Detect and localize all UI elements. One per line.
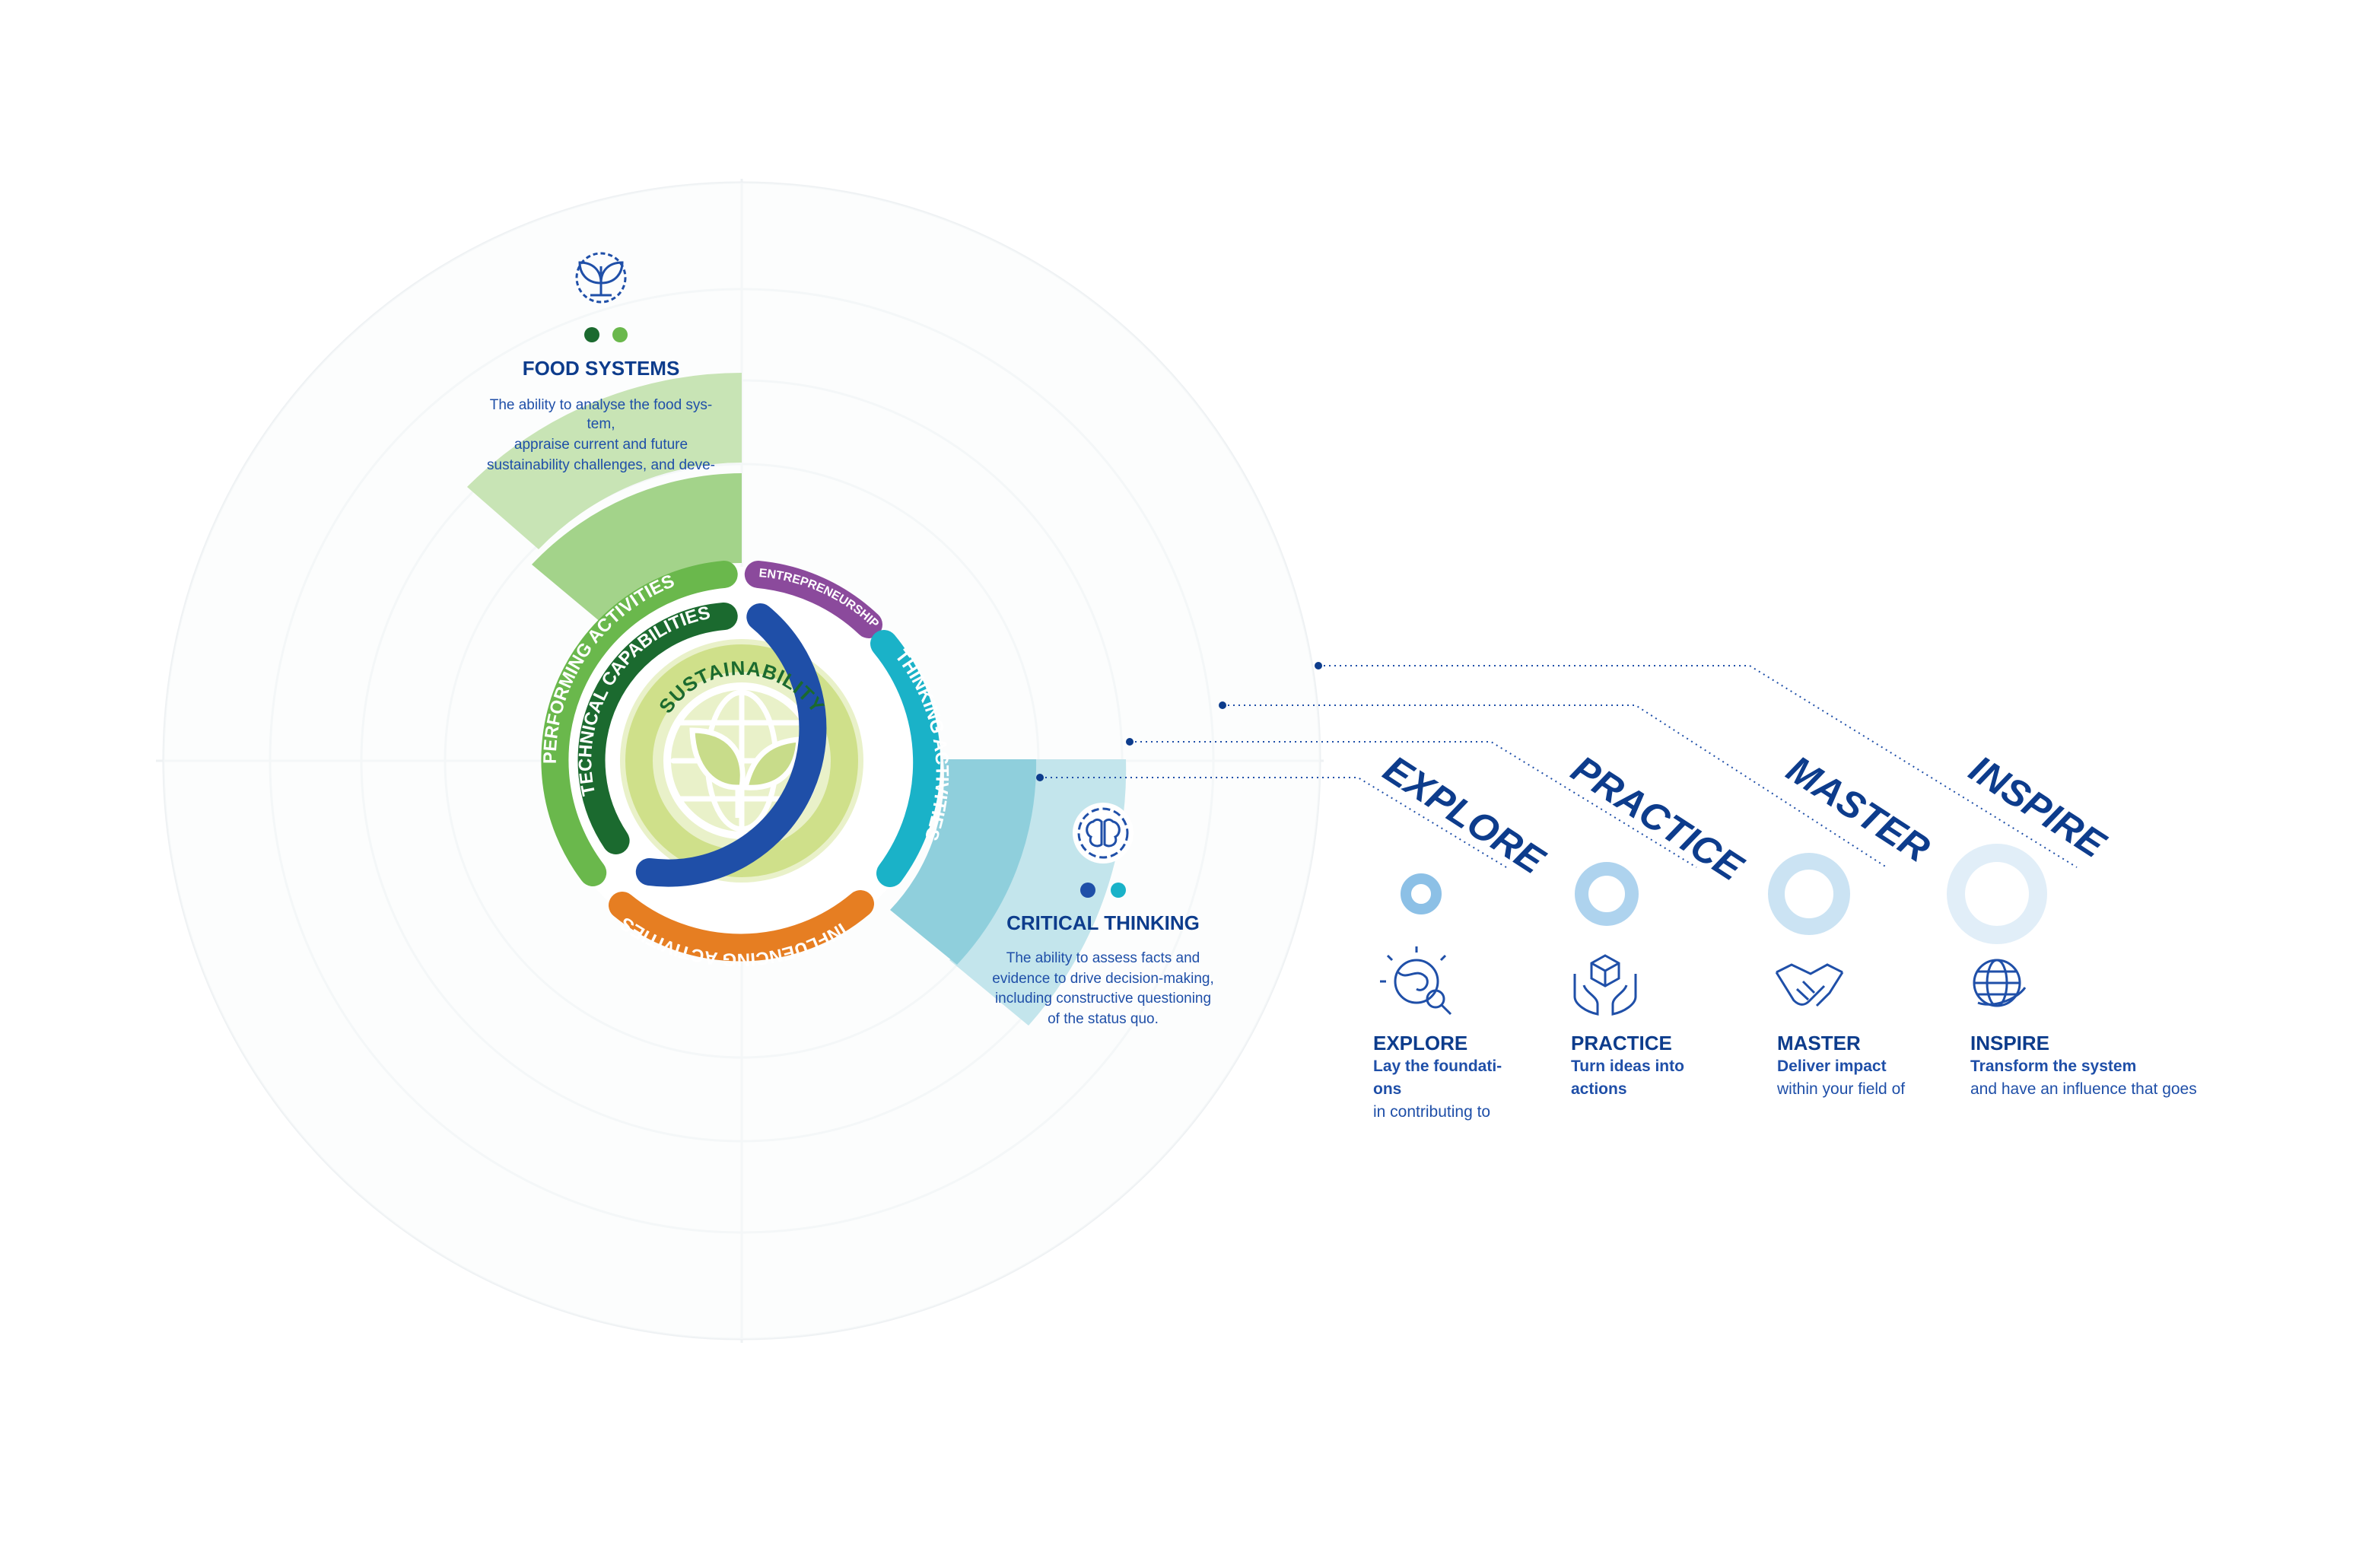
plant-sun-icon xyxy=(575,252,627,304)
dot-dark-green xyxy=(584,327,599,342)
globe-magnifier-icon xyxy=(1380,946,1452,1016)
critical-thinking-title: CRITICAL THINKING xyxy=(1006,911,1200,934)
level-desc-bold: Turn ideas into xyxy=(1571,1058,1684,1075)
level-ring-inspire xyxy=(1947,844,2047,944)
entrepreneurship-arc xyxy=(744,561,882,638)
brain-cycle-icon xyxy=(1077,807,1129,859)
hands-cube-icon xyxy=(1573,954,1637,1016)
leader-dot-practice xyxy=(1126,738,1134,746)
critical-thinking-desc-line: of the status quo. xyxy=(1048,1011,1159,1027)
level-title-inspire: INSPIRE xyxy=(1970,1032,2049,1054)
food-systems-title: FOOD SYSTEMS xyxy=(523,357,680,380)
critical-thinking-sector-inner xyxy=(890,759,1037,965)
level-label-master: MASTER xyxy=(1779,747,1938,870)
influencing-activities-arc xyxy=(609,890,874,962)
food-systems-desc-line: sustainability challenges, and deve- xyxy=(487,457,715,473)
level-desc-bold: actions xyxy=(1571,1080,1627,1098)
food-systems-sector-outer xyxy=(467,373,742,549)
leader-line-inspire xyxy=(1318,665,2078,868)
critical-thinking-desc-line: The ability to assess facts and xyxy=(1006,950,1200,966)
level-desc-light: and have an influence that goes xyxy=(1970,1080,2197,1098)
food-systems-sector-inner xyxy=(532,473,742,622)
level-desc-bold: Lay the foundati- xyxy=(1373,1058,1502,1075)
level-ring-practice xyxy=(1575,862,1639,926)
performing-activities-arc xyxy=(541,561,738,886)
globe-icon xyxy=(1973,959,2027,1007)
level-desc-bold: Deliver impact xyxy=(1777,1058,1887,1075)
level-label-explore: EXPLORE xyxy=(1376,747,1553,883)
level-title-master: MASTER xyxy=(1777,1032,1861,1054)
handshake-icon xyxy=(1775,963,1844,1007)
technical-capabilities-arc xyxy=(577,603,738,854)
critical-thinking-desc-line: including constructive questioning xyxy=(995,991,1211,1007)
leader-dot-explore xyxy=(1036,774,1044,781)
level-desc-light: within your field of xyxy=(1776,1080,1905,1098)
thinking-activities-arc xyxy=(870,630,941,887)
leader-dot-master xyxy=(1219,701,1226,709)
food-systems-desc-line: appraise current and future xyxy=(514,437,688,453)
food-systems-desc-line: tem, xyxy=(587,416,615,432)
level-desc-light: in contributing to xyxy=(1373,1103,1490,1121)
level-title-explore: EXPLORE xyxy=(1373,1032,1467,1054)
leaves-icon xyxy=(689,727,802,818)
level-desc-bold: Transform the system xyxy=(1970,1058,2136,1075)
critical-thinking-desc-line: evidence to drive decision-making, xyxy=(992,971,1214,987)
leader-dot-inspire xyxy=(1315,662,1322,670)
dot-royal-blue xyxy=(1080,883,1095,898)
level-title-practice: PRACTICE xyxy=(1571,1032,1672,1054)
level-ring-master xyxy=(1768,853,1850,935)
dot-light-green xyxy=(612,327,628,342)
food-systems-desc-line: The ability to analyse the food sys- xyxy=(490,397,713,413)
level-ring-explore xyxy=(1401,873,1442,914)
underpinning-capabilities-arc xyxy=(635,603,827,887)
dot-teal xyxy=(1111,883,1126,898)
level-desc-bold: ons xyxy=(1373,1080,1401,1098)
critical-thinking-icon-bg xyxy=(1073,803,1134,864)
